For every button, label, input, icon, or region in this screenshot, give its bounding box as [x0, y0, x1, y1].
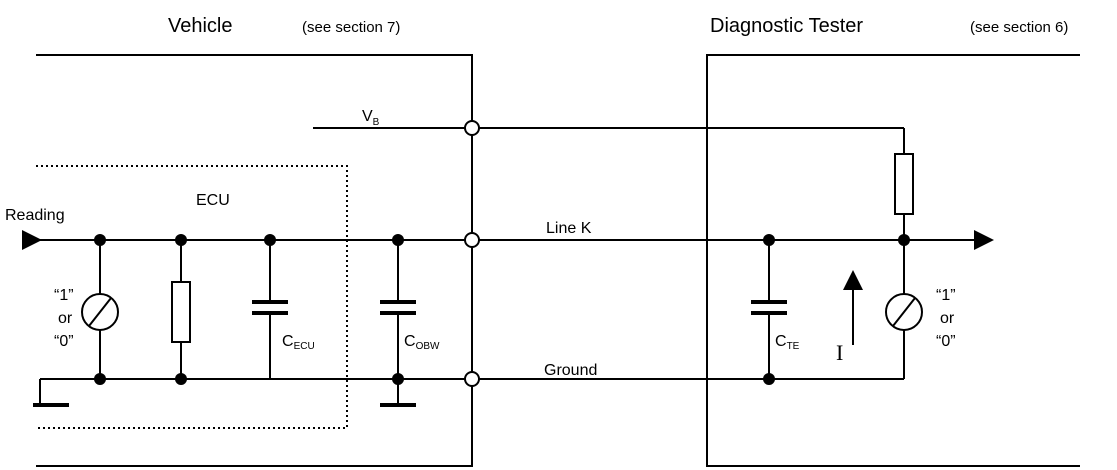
junction-dot — [898, 234, 910, 246]
pullup-resistor — [894, 153, 914, 215]
reading-label: Reading — [5, 207, 65, 224]
line-k-label: Line K — [546, 220, 592, 237]
junction-dot — [94, 373, 106, 385]
junction-dot — [763, 234, 775, 246]
vehicle-title: Vehicle — [168, 15, 233, 37]
connector-terminal-line-k — [464, 232, 480, 248]
tester-section-note: (see section 6) — [970, 19, 1068, 36]
junction-dot — [392, 234, 404, 246]
tester-switch-label-0: “0” — [936, 333, 956, 350]
connector-terminal-ground — [464, 371, 480, 387]
ecu-label: ECU — [196, 192, 230, 209]
ground-label: Ground — [544, 362, 597, 379]
junction-dot — [94, 234, 106, 246]
junction-dot — [264, 234, 276, 246]
junction-dot — [175, 234, 187, 246]
tester-switch-label-1: “1” — [936, 287, 956, 304]
tester-boundary — [706, 54, 1080, 467]
ecu-switch-label-or: or — [58, 310, 73, 327]
vb-label: VB — [362, 108, 380, 128]
junction-dot — [175, 373, 187, 385]
c-te-label: CTE — [775, 333, 800, 352]
vehicle-boundary — [36, 54, 473, 467]
ecu-switch-label-0: “0” — [54, 333, 74, 350]
ecu-resistor — [171, 281, 191, 343]
ecu-switch-blade — [88, 297, 112, 327]
tester-switch-blade — [892, 297, 916, 327]
c-obw-label: COBW — [404, 333, 440, 352]
tester-title: Diagnostic Tester — [710, 15, 863, 37]
junction-dot — [392, 373, 404, 385]
ecu-boundary — [36, 165, 348, 429]
tester-switch-label-or: or — [940, 310, 955, 327]
junction-dot — [763, 373, 775, 385]
c-ecu-label: CECU — [282, 333, 315, 352]
ecu-switch-label-1: “1” — [54, 287, 74, 304]
current-label: I — [836, 340, 843, 365]
connector-terminal-vb — [464, 120, 480, 136]
vehicle-section-note: (see section 7) — [302, 19, 400, 36]
